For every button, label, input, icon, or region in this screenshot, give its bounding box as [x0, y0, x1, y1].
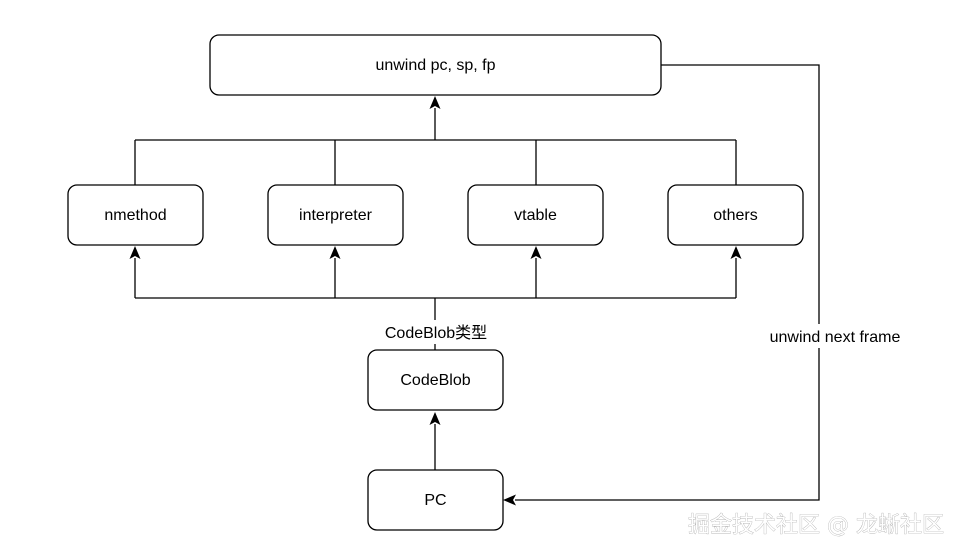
arrowhead-codeblob — [429, 412, 441, 425]
node-interpreter-label: interpreter — [299, 207, 373, 224]
arrowhead-vtable — [530, 246, 542, 259]
arrowhead-unwind — [429, 96, 441, 109]
node-pc: PC — [367, 469, 504, 531]
arrowhead-others — [730, 246, 742, 259]
watermark: 掘金技术社区 @ 龙蜥社区 — [688, 513, 944, 538]
edge-label-codeblob-type: CodeBlob类型 — [378, 320, 494, 344]
node-others-label: others — [713, 207, 757, 224]
node-codeblob-label: CodeBlob — [400, 372, 470, 389]
node-vtable-label: vtable — [514, 207, 557, 224]
node-nmethod-label: nmethod — [104, 207, 166, 224]
node-nmethod: nmethod — [67, 184, 204, 246]
node-vtable: vtable — [467, 184, 604, 246]
node-pc-label: PC — [424, 492, 446, 509]
edge-unwind-next-frame — [515, 64, 820, 501]
edge-label-unwind-next-frame: unwind next frame — [758, 324, 912, 348]
connectors — [134, 64, 820, 501]
edge-label-codeblob-type-text: CodeBlob类型 — [385, 324, 487, 342]
arrowhead-interpreter — [329, 246, 341, 259]
node-others: others — [667, 184, 804, 246]
node-codeblob: CodeBlob — [367, 349, 504, 411]
node-unwind-label: unwind pc, sp, fp — [375, 57, 495, 74]
node-interpreter: interpreter — [267, 184, 404, 246]
arrowhead-nmethod — [129, 246, 141, 259]
arrowheads — [129, 96, 742, 506]
arrowhead-pc — [503, 494, 516, 506]
edge-label-unwind-next-frame-text: unwind next frame — [770, 329, 901, 346]
node-unwind: unwind pc, sp, fp — [209, 34, 662, 96]
